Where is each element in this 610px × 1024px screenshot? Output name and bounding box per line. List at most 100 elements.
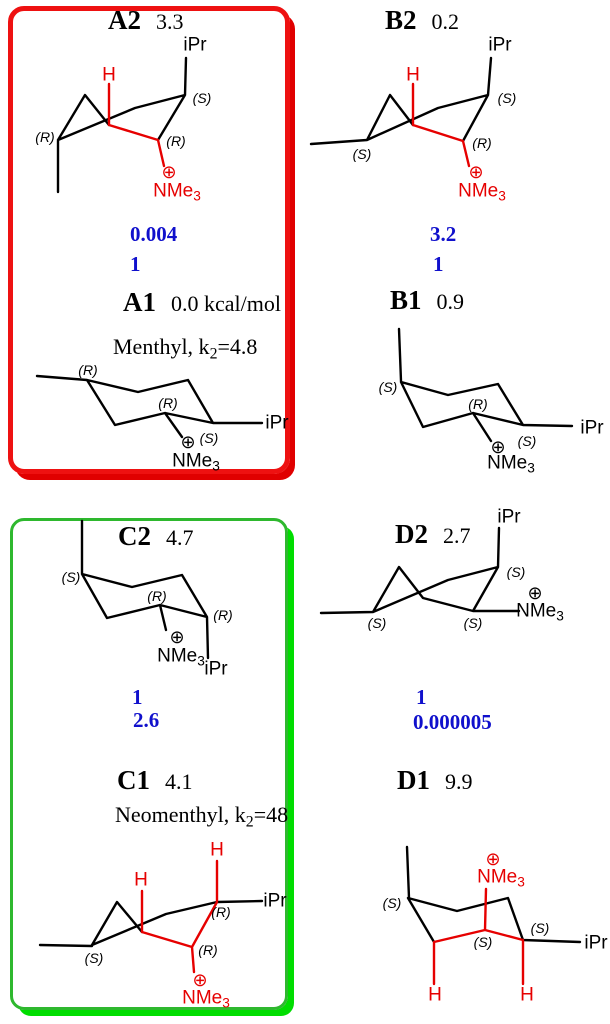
A2-axial-H-label: H bbox=[102, 64, 116, 86]
panel-D1-header: D1 9.9 bbox=[397, 767, 473, 794]
D2-ring-bonds bbox=[319, 526, 521, 615]
panel-B1-energy: 0.9 bbox=[436, 289, 465, 314]
C2-ratio-bottom: 2.6 bbox=[133, 708, 160, 732]
A2-ring-bonds bbox=[56, 56, 188, 194]
panel-D2-energy: 2.7 bbox=[443, 523, 471, 548]
D1-stereo-right: (S) bbox=[530, 920, 550, 936]
B2-plus-charge-icon: ⊕ bbox=[468, 162, 484, 182]
B1-ring-bonds bbox=[397, 327, 574, 443]
C1-nme3-label: NMe3 bbox=[182, 987, 230, 1011]
A2-stereo-top: (S) bbox=[192, 90, 212, 106]
panel-B2-header: B2 0.2 bbox=[385, 7, 459, 34]
C2-ratio-top: 1 bbox=[132, 685, 143, 709]
D1-stereo-mid: (S) bbox=[473, 934, 493, 950]
panel-C2-energy: 4.7 bbox=[166, 525, 194, 550]
B2-axial-H-label: H bbox=[406, 64, 420, 86]
B2-stereo-left: (S) bbox=[352, 146, 372, 162]
panel-B1-header: B1 0.9 bbox=[390, 287, 464, 314]
panel-D2-header: D2 2.7 bbox=[395, 521, 471, 548]
D2-plus-charge-icon: ⊕ bbox=[527, 583, 543, 603]
A1-nme3-label: NMe3 bbox=[172, 450, 220, 474]
C2-nme3-label: NMe3 bbox=[157, 645, 205, 669]
A2-ipr-label: iPr bbox=[183, 34, 207, 56]
C1-stereo-left: (S) bbox=[84, 950, 104, 966]
panel-B2-energy: 0.2 bbox=[431, 9, 460, 34]
panel-D1-label: D1 bbox=[397, 765, 430, 795]
D2-stereo-mid: (S) bbox=[463, 615, 483, 631]
A2-ratio-top: 0.004 bbox=[130, 222, 178, 246]
A2-ratio-bottom: 1 bbox=[130, 252, 141, 276]
A1-stereo-right: (S) bbox=[199, 430, 219, 446]
B2-ipr-label: iPr bbox=[488, 34, 512, 56]
D1-axial-H-left-label: H bbox=[428, 984, 442, 1006]
C2-ipr-label: iPr bbox=[204, 658, 228, 680]
A1-ring-bonds bbox=[35, 374, 264, 439]
B1-plus-charge-icon: ⊕ bbox=[490, 437, 506, 457]
B1-ipr-label: iPr bbox=[580, 417, 604, 439]
panel-A1-header: A1 0.0 kcal/mol bbox=[123, 289, 281, 316]
panel-A2-label: A2 bbox=[108, 5, 141, 35]
panel-A2-energy: 3.3 bbox=[156, 9, 184, 34]
C1-stereo-mid: (R) bbox=[211, 904, 231, 920]
A2-plus-charge-icon: ⊕ bbox=[161, 162, 177, 182]
D2-ratio-bottom: 0.000005 bbox=[413, 710, 492, 734]
red-highlight-box bbox=[8, 6, 290, 474]
C2-stereo-right: (R) bbox=[213, 607, 233, 623]
D2-ratio-top: 1 bbox=[416, 685, 427, 709]
C2-stereo-left: (S) bbox=[61, 569, 81, 585]
D2-ipr-label: iPr bbox=[497, 506, 521, 528]
C1-stereo-right: (R) bbox=[198, 942, 218, 958]
B2-ring-bonds bbox=[309, 56, 493, 146]
panel-B2-label: B2 bbox=[385, 5, 417, 35]
panel-B1-label: B1 bbox=[390, 285, 422, 315]
B2-stereo-right: (R) bbox=[472, 135, 492, 151]
C1-ipr-label: iPr bbox=[263, 890, 287, 912]
A1-stereo-mid: (R) bbox=[158, 395, 178, 411]
A2-stereo-right: (R) bbox=[166, 133, 186, 149]
panel-A1-label: A1 bbox=[123, 287, 156, 317]
D1-highlight-bonds bbox=[432, 887, 525, 986]
panel-C1-label: C1 bbox=[117, 765, 150, 795]
panel-D2-label: D2 bbox=[395, 519, 428, 549]
D2-stereo-top: (S) bbox=[506, 564, 526, 580]
A2-highlight-bonds bbox=[107, 82, 166, 168]
C1-highlight-bonds bbox=[140, 859, 219, 974]
D1-plus-charge-icon: ⊕ bbox=[485, 849, 501, 869]
B2-stereo-top: (S) bbox=[497, 90, 517, 106]
B2-ratio-top: 3.2 bbox=[430, 222, 457, 246]
D1-ipr-label: iPr bbox=[584, 932, 608, 954]
D1-ring-bonds bbox=[405, 845, 582, 944]
C2-ring-bonds bbox=[80, 519, 210, 660]
D2-nme3-label: NMe3 bbox=[516, 600, 564, 624]
A2-stereo-left: (R) bbox=[35, 129, 55, 145]
panel-C1-header: C1 4.1 bbox=[117, 767, 193, 794]
B1-stereo-right: (S) bbox=[517, 433, 537, 449]
A1-caption: Menthyl, k2=4.8 bbox=[113, 334, 258, 363]
C1-caption: Neomenthyl, k2=48 bbox=[115, 802, 289, 831]
A1-plus-charge-icon: ⊕ bbox=[180, 432, 196, 452]
A1-ipr-label: iPr bbox=[265, 412, 289, 434]
panel-A1-energy: 0.0 kcal/mol bbox=[171, 291, 281, 316]
C1-plus-charge-icon: ⊕ bbox=[192, 970, 208, 990]
C2-plus-charge-icon: ⊕ bbox=[169, 627, 185, 647]
panel-D1-energy: 9.9 bbox=[445, 769, 473, 794]
A1-stereo-left: (R) bbox=[78, 362, 98, 378]
panel-C2-header: C2 4.7 bbox=[118, 523, 194, 550]
A2-nme3-label: NMe3 bbox=[153, 180, 201, 204]
C1-axial-H-right-label: H bbox=[210, 839, 224, 861]
B2-ratio-bottom: 1 bbox=[433, 252, 444, 276]
panel-C1-energy: 4.1 bbox=[165, 769, 193, 794]
C1-axial-H-mid-label: H bbox=[134, 869, 148, 891]
D1-stereo-left: (S) bbox=[382, 895, 402, 911]
B1-stereo-left: (S) bbox=[378, 379, 398, 395]
B2-nme3-label: NMe3 bbox=[458, 180, 506, 204]
green-highlight-box bbox=[10, 518, 288, 1010]
C1-ring-bonds bbox=[38, 899, 264, 948]
B1-stereo-mid: (R) bbox=[468, 396, 488, 412]
panel-C2-label: C2 bbox=[118, 521, 151, 551]
D1-nme3-label: NMe3 bbox=[477, 866, 525, 890]
D1-axial-H-right-label: H bbox=[520, 984, 534, 1006]
B2-highlight-bonds bbox=[411, 82, 471, 168]
